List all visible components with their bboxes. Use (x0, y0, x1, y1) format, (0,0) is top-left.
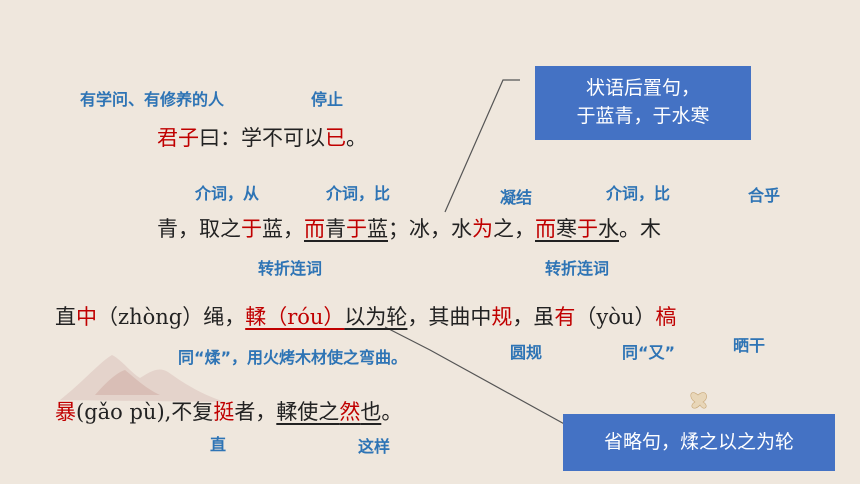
underlined-phrase-1: 而青于蓝 (304, 217, 388, 241)
note-er2: 转折连词 (545, 259, 610, 278)
word-rou: 輮（róu） (245, 305, 345, 329)
text-line-2: 青，取之于蓝，而青于蓝；冰，水为之，而寒于水。木 (157, 217, 661, 241)
note-yu2: 介词，比 (326, 184, 391, 203)
note-ran: 这样 (358, 437, 391, 456)
note-gui: 圆规 (510, 343, 543, 362)
word-pu: 暴 (55, 400, 76, 424)
note-ting: 直 (210, 435, 227, 454)
note-yu1: 介词，从 (195, 184, 260, 203)
word-you: 有 (554, 305, 576, 329)
word-wei: 为 (472, 217, 493, 241)
note-junzi: 有学问、有修养的人 (80, 90, 225, 109)
note-wei: 凝结 (500, 188, 533, 207)
note-gaopu: 晒干 (733, 336, 766, 355)
note-you: 同“又” (622, 343, 676, 362)
word-gao: 槁 (655, 305, 677, 329)
note-er1: 转折连词 (258, 259, 323, 278)
underlined-phrase-2: 而寒于水 (535, 217, 619, 241)
word-ran: 然 (339, 400, 361, 424)
note-yi: 停止 (311, 90, 344, 109)
text-line-3: 直中（zhòng）绳，輮（róu）以为轮，其曲中规，虽有（yòu）槁 (55, 305, 677, 329)
word-gui: 规 (491, 305, 513, 329)
word-yi: 已 (325, 126, 346, 150)
callout-box-ellipsis: 省略句，煣之以之为轮 (563, 414, 835, 471)
text-line-4: 暴(gǎo pù),不复挺者，輮使之然也。 (55, 400, 403, 424)
underlined-phrase-3: 輮使之然也 (276, 400, 382, 424)
note-zhong: 合乎 (748, 186, 781, 205)
callout-box-postposition: 状语后置句， 于蓝青，于水寒 (535, 66, 751, 140)
callout-line-bottom (384, 326, 569, 427)
word-yu1: 于 (241, 217, 262, 241)
text-line-1: 君子曰：学不可以已。 (157, 126, 367, 150)
note-yu3: 介词，比 (606, 184, 671, 203)
mountain-ornament-icon (60, 355, 225, 402)
word-ting: 挺 (213, 400, 235, 424)
word-zhong: 中 (76, 305, 97, 329)
note-rou: 同“煣”，用火烤木材使之弯曲。 (178, 348, 408, 367)
butterfly-icon (690, 392, 707, 409)
word-junzi: 君子 (157, 126, 199, 150)
callout-line-top (444, 79, 520, 213)
